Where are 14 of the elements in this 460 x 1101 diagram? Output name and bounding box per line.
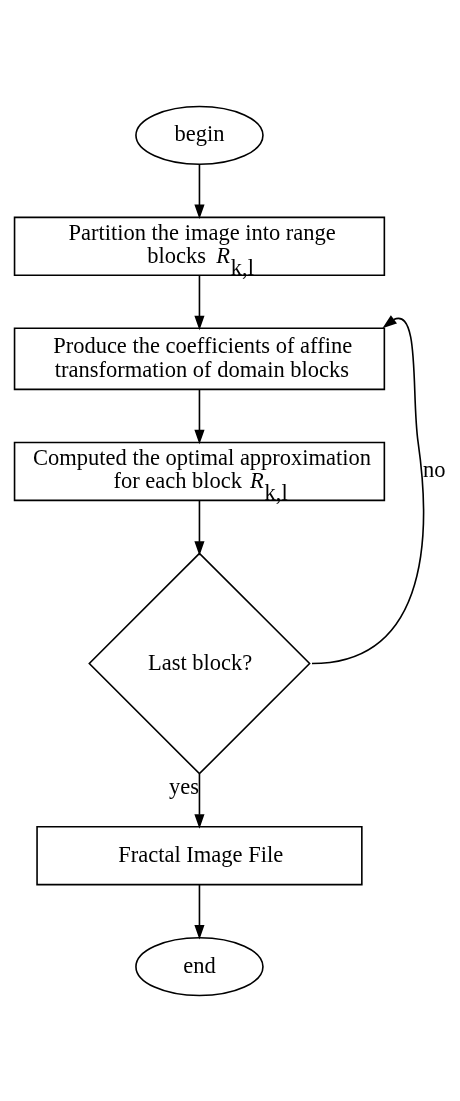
- node-ellipse: begin: [135, 105, 264, 165]
- node-box: Fractal Image File: [36, 825, 363, 885]
- arrow: [194, 772, 205, 829]
- arrow: [194, 388, 205, 444]
- arrow: [194, 883, 205, 939]
- arrow: [194, 274, 205, 330]
- node-ellipse: end: [135, 936, 264, 996]
- edge-label: no: [422, 456, 446, 482]
- node-diamond: Last block?: [88, 551, 311, 775]
- node-box: Produce the coefficients of affine transformation of domain blocks: [13, 327, 386, 390]
- arrow: [194, 499, 205, 556]
- edge-label: yes: [168, 773, 199, 799]
- arrow: [311, 314, 425, 664]
- arrow: [194, 163, 205, 219]
